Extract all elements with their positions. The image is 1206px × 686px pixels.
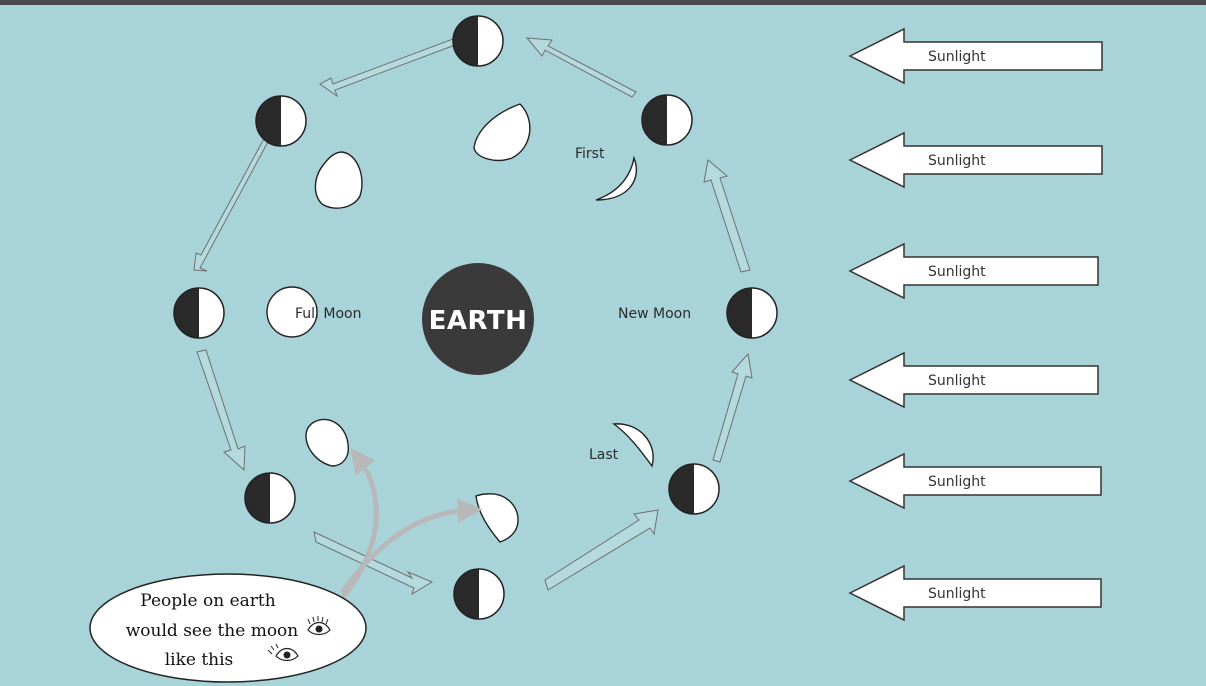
bubble-line-3: like this [165, 650, 234, 670]
bubble-line-2: would see the moon [126, 621, 299, 641]
moon-outline [453, 568, 505, 620]
waning-crescent-shape [475, 493, 519, 543]
moon-dark-half [642, 95, 667, 145]
last-quarter-label: Last [589, 447, 619, 463]
orbit-arrow [703, 159, 751, 273]
first-quarter-label: First [575, 146, 605, 162]
orbit-moon [452, 15, 504, 67]
sunlight-arrows: SunlightSunlightSunlightSunlightSunlight… [848, 27, 1103, 622]
full-moon-shape [266, 286, 318, 338]
moon-outline [255, 95, 307, 147]
waxing-gibbous-shape [473, 103, 531, 162]
orbit-arrow [313, 531, 434, 596]
moon-outline [452, 15, 504, 67]
moon-dark-half [245, 473, 270, 523]
sunlight-label: Sunlight [928, 153, 986, 169]
sight-arrows [328, 448, 483, 614]
sunlight-arrow-icon: Sunlight [848, 27, 1103, 85]
orbit-moon [668, 463, 720, 515]
sunlight-label: Sunlight [928, 49, 986, 65]
sunlight-label: Sunlight [928, 373, 986, 389]
sunlight-arrow-icon: Sunlight [848, 242, 1099, 300]
sunlight-label: Sunlight [928, 474, 986, 490]
moon-outline [173, 287, 225, 339]
sunlight-arrow-icon: Sunlight [848, 351, 1099, 409]
orbit-arrow [525, 37, 637, 98]
earth-label: EARTH [429, 306, 528, 336]
orbit-arrow [319, 35, 464, 98]
moon-outline [244, 472, 296, 524]
orbit-arrow [544, 509, 659, 591]
sunlight-arrow-icon: Sunlight [848, 131, 1103, 189]
sunlight-arrow-shape [848, 242, 1099, 300]
sunlight-arrow-icon: Sunlight [848, 564, 1102, 622]
orbit-arrow [196, 349, 246, 472]
sunlight-arrow-shape [848, 131, 1103, 189]
eye-icon [267, 643, 299, 662]
first-crescent-shape [595, 155, 638, 201]
moon-dark-half [669, 464, 694, 514]
moon-dark-half [174, 288, 199, 338]
moon-outline [668, 463, 720, 515]
moon-dark-half [454, 569, 479, 619]
moon-dark-half [727, 288, 752, 338]
sunlight-arrow-shape [848, 564, 1102, 622]
bubble-line-1: People on earth [140, 591, 275, 611]
orbit-moon [173, 287, 225, 339]
full-moon-label: Full Moon [295, 306, 361, 322]
sight-arrow-icon [328, 448, 379, 614]
moon-outline [641, 94, 693, 146]
sight-arrow-icon [339, 498, 483, 594]
orbit-arrow [712, 352, 753, 463]
orbit-moons [173, 15, 778, 620]
gibbous-shape [314, 151, 363, 209]
earth [422, 263, 534, 375]
sunlight-label: Sunlight [928, 264, 986, 280]
observer-bubble: People on earth would see the moon like … [89, 573, 367, 683]
eye-icon [307, 616, 331, 636]
sunlight-arrow-shape [848, 27, 1103, 85]
moon-dark-half [256, 96, 281, 146]
top-border [0, 0, 1206, 5]
orbit-moon [641, 94, 693, 146]
sunlight-arrow-icon: Sunlight [848, 452, 1102, 510]
moon-dark-half [453, 16, 478, 66]
orbit-arrows [193, 35, 753, 596]
sunlight-arrow-shape [848, 351, 1099, 409]
waning-gibbous-shape [305, 418, 349, 467]
orbit-arrow [193, 134, 271, 272]
moon-outline [726, 287, 778, 339]
sunlight-label: Sunlight [928, 586, 986, 602]
orbit-moon [726, 287, 778, 339]
last-crescent-shape [612, 423, 654, 468]
new-moon-label: New Moon [618, 306, 691, 322]
sunlight-arrow-shape [848, 452, 1102, 510]
orbit-moon [255, 95, 307, 147]
orbit-moon [244, 472, 296, 524]
orbit-moon [453, 568, 505, 620]
phase-shapes [266, 103, 654, 543]
